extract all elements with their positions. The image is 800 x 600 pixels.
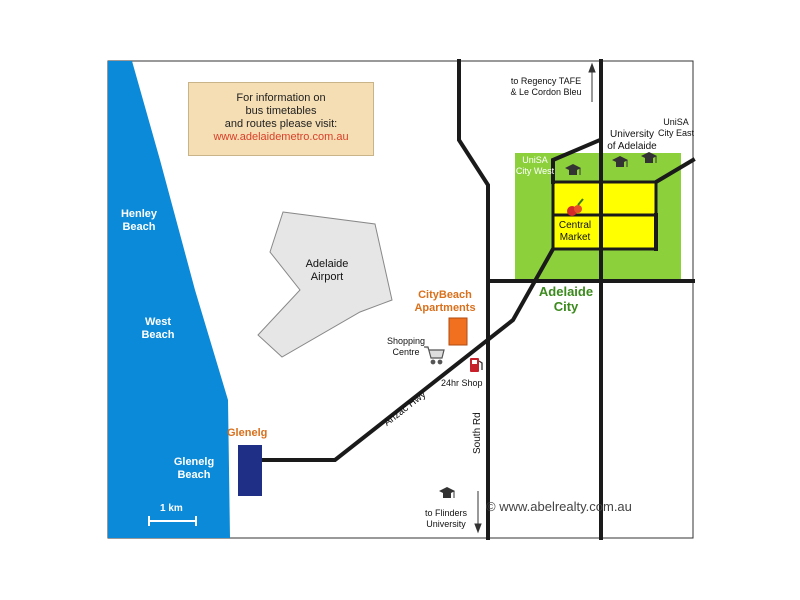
graduation-cap-icon [439,487,455,498]
glenelg-marker [238,445,262,496]
south-road [457,59,490,540]
roads [260,59,696,540]
airport-area [257,211,393,358]
info-line: bus timetables [245,105,317,117]
north-arrow-head [588,62,596,73]
graduation-cap-icon [612,156,628,167]
info-box: For information on bus timetables and ro… [188,82,374,156]
label-24hr-shop: 24hr Shop [441,378,483,388]
city-northwest-road [551,137,603,184]
credit-text: © www.abelrealty.com.au [486,499,632,514]
graduation-cap-icon [565,164,581,175]
label-south-rd: South Rd [472,412,483,454]
sea [108,61,230,538]
info-link[interactable]: www.adelaidemetro.com.au [213,131,349,143]
scale-bar [148,516,197,526]
anzac-highway [260,246,556,462]
graduation-cap-icon [641,152,657,163]
shopping-cart-icon [424,346,445,365]
info-line: For information on [236,92,326,104]
fuel-pump-icon [470,358,483,372]
market-icon [567,198,584,216]
scale-label: 1 km [160,503,183,514]
info-line: and routes please visit: [224,118,338,130]
city-northeast-road [653,157,696,185]
label-to-regency: to Regency TAFE& Le Cordon Bleu [510,76,582,97]
label-glenelg: Glenelg [227,427,268,439]
south-arrow-head [474,523,482,534]
apartments-marker [448,317,468,346]
